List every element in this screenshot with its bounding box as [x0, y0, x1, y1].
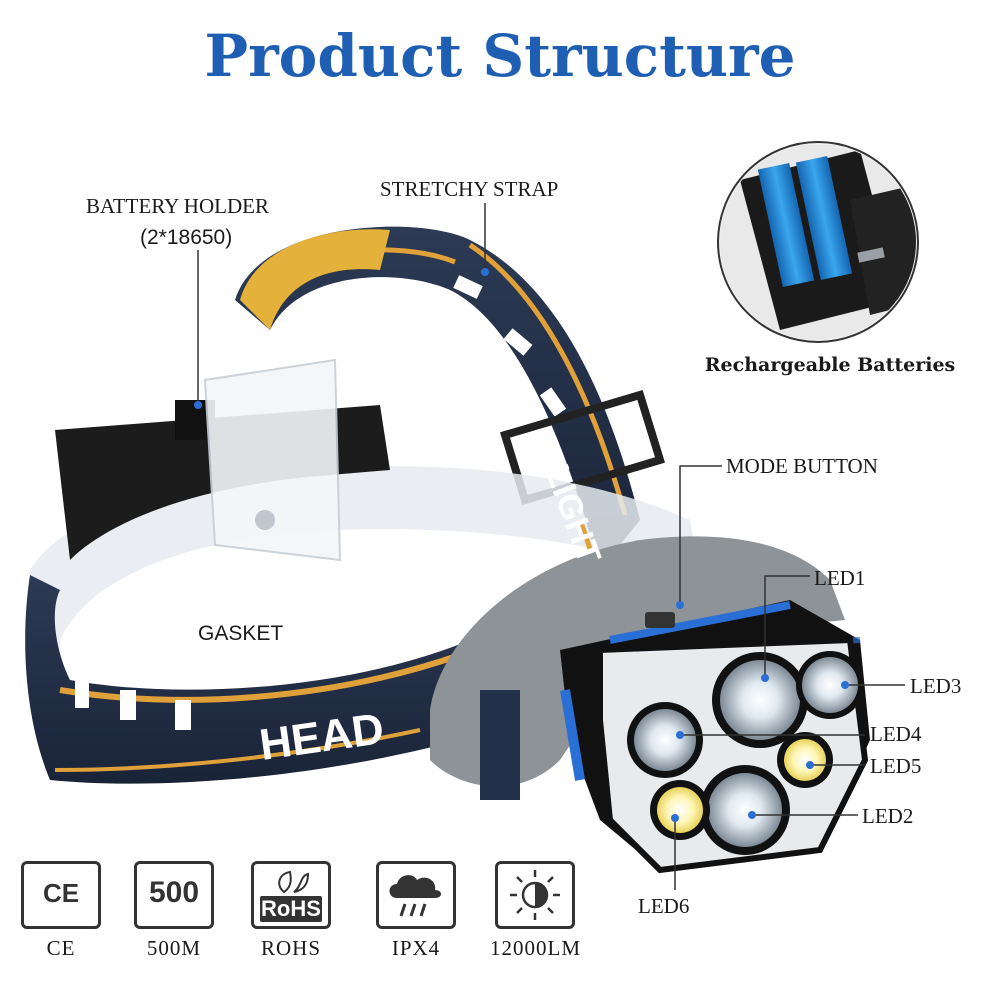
- ce-mark-icon: CE: [21, 861, 101, 929]
- mode-button-label: MODE BUTTON: [726, 454, 878, 478]
- cloud-icon: [389, 875, 441, 917]
- led6-label: LED6: [638, 894, 690, 918]
- led4-label: LED4: [870, 722, 922, 746]
- gasket-plate: [203, 358, 342, 562]
- ce-badge-text: CE: [42, 878, 80, 908]
- stretchy-strap-label: STRETCHY STRAP: [380, 177, 559, 201]
- led1-label: LED1: [814, 566, 866, 590]
- headlamp-housing: [430, 536, 845, 800]
- mode-button-cap: [645, 612, 675, 628]
- rohs-icon: RoHS: [251, 861, 331, 929]
- distance-badge-label: 500M: [146, 936, 202, 960]
- top-strap: [235, 226, 640, 570]
- rechargeable-batteries-caption: Rechargeable Batteries: [704, 354, 956, 376]
- callout-lines: [197, 203, 905, 890]
- led-array: [627, 651, 864, 855]
- battery-spec-label: (2*18650): [140, 226, 233, 249]
- callout-dots: [194, 268, 849, 822]
- ipx4-badge-label: IPX4: [391, 936, 441, 960]
- rain-cloud-icon: [376, 861, 456, 929]
- led3-label: LED3: [910, 674, 962, 698]
- distance-500-icon: 500: [134, 861, 214, 929]
- gasket-label: GASKET: [198, 622, 284, 645]
- page-title: Product Structure: [204, 22, 796, 90]
- rohs-badge-text: RoHS: [260, 896, 322, 922]
- distance-badge-text: 500: [148, 876, 200, 909]
- lumen-badge-label: 12000LM: [490, 936, 581, 960]
- led2-label: LED2: [862, 804, 914, 828]
- battery-inset: [717, 141, 919, 343]
- ce-badge-label: CE: [46, 936, 76, 960]
- battery-holder-label: BATTERY HOLDER: [86, 194, 269, 218]
- leaf-icon: [278, 870, 310, 894]
- led5-label: LED5: [870, 754, 922, 778]
- sun-icon: [510, 870, 560, 920]
- head-band: [25, 466, 701, 784]
- sun-brightness-icon: [495, 861, 575, 929]
- rohs-badge-label: ROHS: [260, 936, 322, 960]
